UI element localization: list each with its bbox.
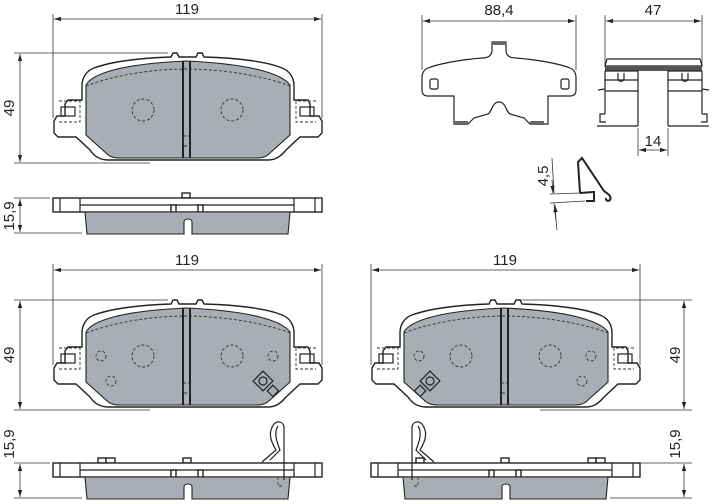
wear-line bbox=[85, 68, 291, 87]
pad-top-side-view: 15,9 bbox=[1, 192, 323, 235]
dim-width-119: 119 bbox=[175, 1, 199, 18]
wear-indicator bbox=[252, 370, 280, 398]
wear-spring bbox=[261, 421, 285, 480]
friction-material bbox=[85, 60, 291, 159]
dim-width-119: 119 bbox=[493, 252, 517, 269]
dim-height-49: 49 bbox=[1, 100, 18, 117]
dim-width-119: 119 bbox=[175, 252, 199, 269]
dim-clip-gap-14: 14 bbox=[645, 133, 662, 150]
dim-clip-depth-47: 47 bbox=[645, 2, 662, 19]
clip-outline bbox=[421, 41, 577, 125]
pad-bottom-left-front-view: 119 49 bbox=[1, 252, 323, 411]
dim-thickness-15-9: 15,9 bbox=[1, 201, 18, 230]
dim-height-49: 49 bbox=[1, 347, 18, 364]
pad-bottom-right-front-view: 119 49 bbox=[370, 252, 692, 411]
dim-clip-width-88-4: 88,4 bbox=[484, 2, 513, 19]
clip-front-view: 88,4 bbox=[421, 2, 577, 125]
piston-circle-left bbox=[131, 98, 155, 122]
pad-top-front-view: 119 49 bbox=[1, 1, 323, 164]
dim-thickness-15-9: 15,9 bbox=[667, 429, 684, 458]
spring-profile-view: 4,5 bbox=[535, 156, 612, 231]
clip-side-view: 47 14 bbox=[597, 2, 710, 156]
dim-thickness-15-9: 15,9 bbox=[1, 429, 18, 458]
dim-spring-4-5: 4,5 bbox=[535, 166, 552, 187]
piston-circle-right bbox=[220, 98, 244, 122]
wear-indicator bbox=[413, 370, 441, 398]
dim-height-49: 49 bbox=[667, 347, 684, 364]
pad-bottom-right-side-view: 15,9 bbox=[370, 421, 692, 500]
pad-bottom-left-side-view: 15,9 bbox=[1, 421, 323, 500]
